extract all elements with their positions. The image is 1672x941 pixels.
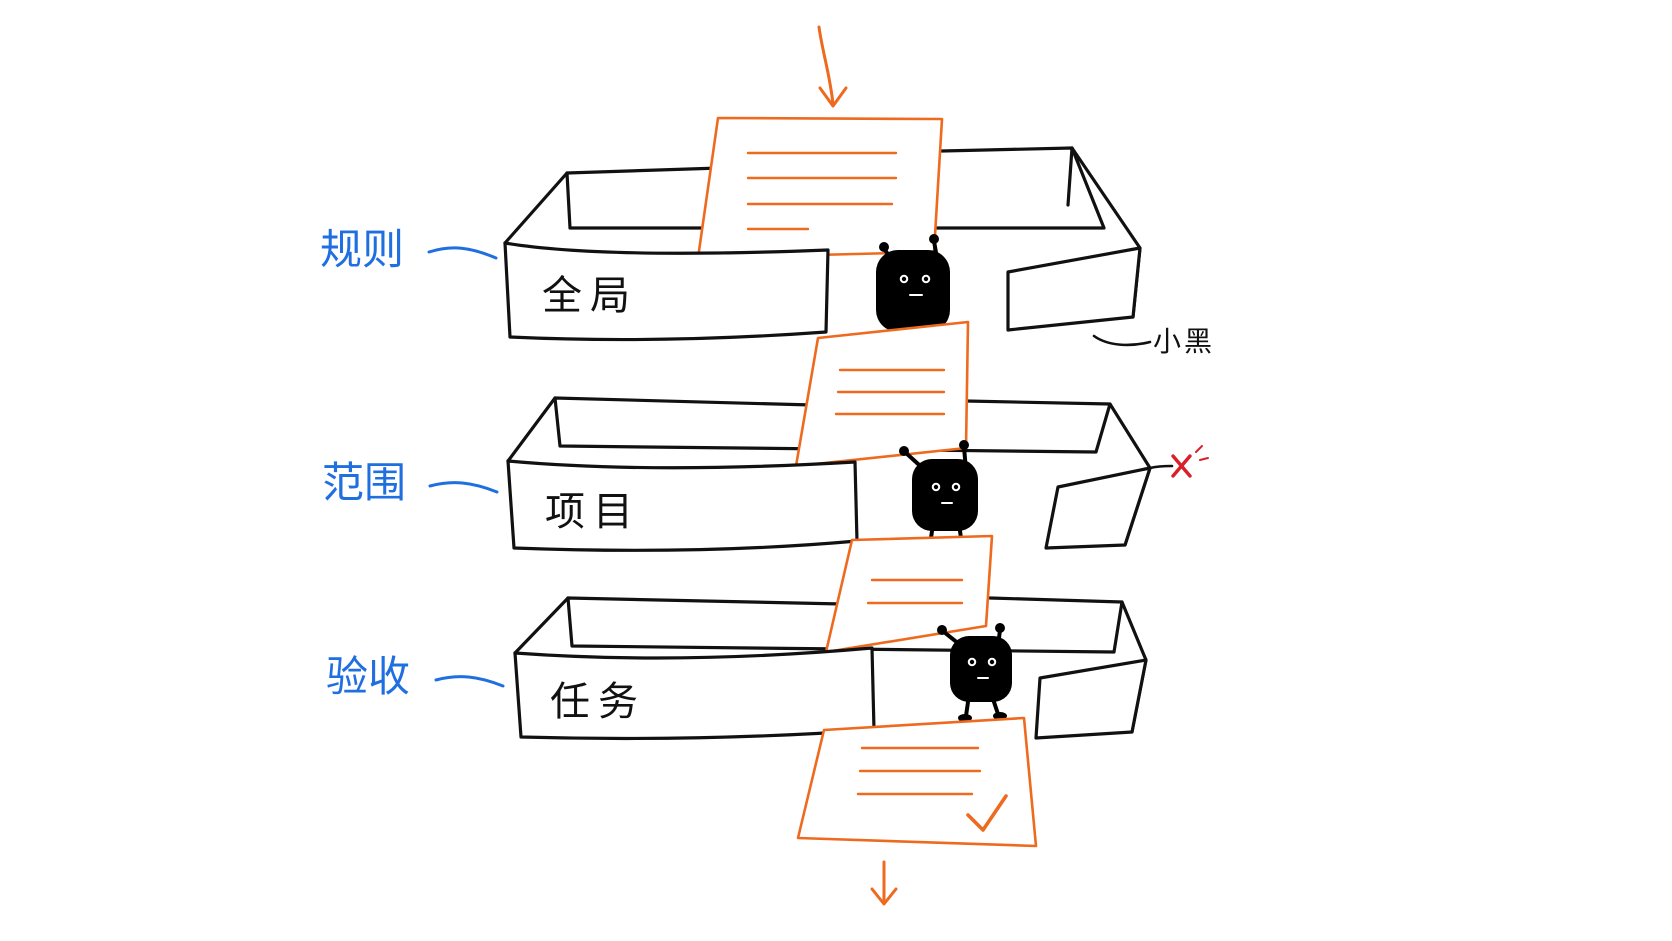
- layer-global: 全局 规则: [320, 116, 1142, 342]
- outflow-arrow-icon: [870, 860, 898, 906]
- document-output: [796, 716, 1038, 848]
- document-1: [696, 116, 944, 260]
- layer-project: 项目 范围: [322, 320, 1209, 552]
- box-task-front-right: [1034, 658, 1148, 740]
- box-global-front-left: [503, 241, 830, 342]
- x-mark-icon: [1148, 445, 1209, 478]
- box-task-back: [513, 596, 844, 655]
- layer-label-acceptance: 验收: [326, 652, 410, 701]
- box-project-back: [506, 396, 814, 463]
- leader-character: [1092, 334, 1152, 347]
- checkmark-icon: [966, 794, 1008, 832]
- character-label: 小黑: [1153, 325, 1215, 358]
- box-task-label: 任务: [550, 679, 646, 725]
- box-global-back: [503, 166, 722, 245]
- leader-acceptance: [434, 675, 505, 688]
- robot-character-3: [937, 623, 1012, 722]
- document-3: [824, 534, 994, 654]
- document-2: [794, 320, 970, 468]
- robot-character-2: [899, 440, 978, 551]
- box-project-front-right: [1044, 466, 1152, 550]
- box-global-label: 全局: [542, 273, 638, 319]
- box-global-front-right: [1006, 246, 1142, 332]
- layer-label-scope: 范围: [322, 458, 406, 507]
- layer-task: 任务 验收: [326, 534, 1148, 741]
- box-project-label: 项目: [545, 489, 641, 535]
- leader-rules: [427, 246, 498, 260]
- layer-label-rules: 规则: [320, 225, 404, 274]
- leader-scope: [428, 481, 499, 494]
- inflow-arrow-icon: [817, 25, 848, 108]
